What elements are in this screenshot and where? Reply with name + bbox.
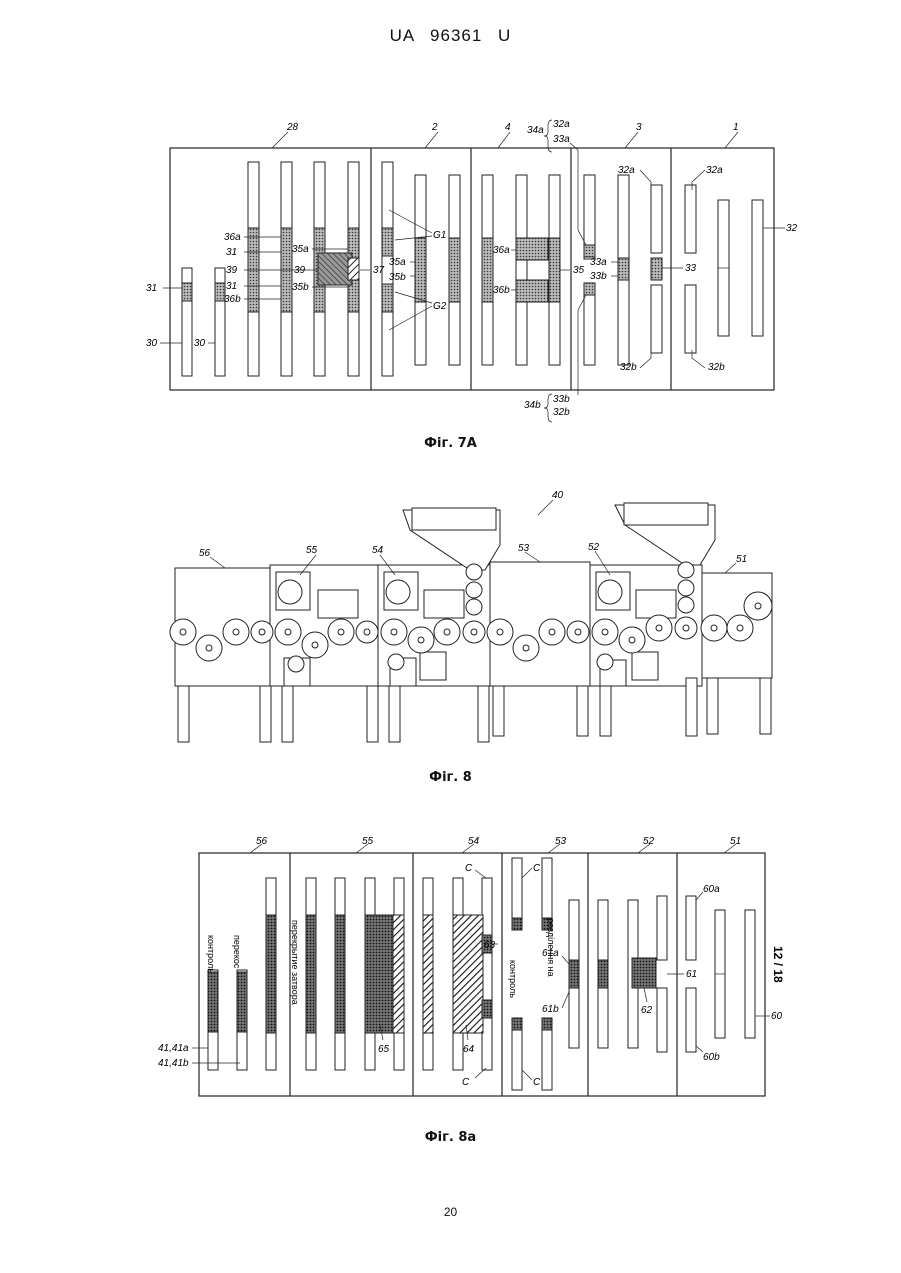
label-35a: 35a	[292, 244, 309, 255]
label-36a: 36a	[224, 232, 241, 243]
figure-8a-caption: Фіг. 8a	[0, 1130, 901, 1145]
section-55-bars	[306, 878, 404, 1070]
label-61b: 61b	[542, 1004, 559, 1015]
section-54-bars	[423, 878, 492, 1070]
section-1-bars	[685, 185, 763, 353]
label-35: 35	[573, 265, 585, 276]
label-36b-s4: 36b	[493, 285, 510, 296]
label-31-a: 31	[226, 247, 237, 258]
figure-7a-caption: Фіг. 7A	[0, 436, 901, 451]
label-C-2: C	[462, 1077, 470, 1088]
label-53: 53	[518, 543, 530, 554]
label-39-b: 39	[294, 265, 306, 276]
label-35a-s2: 35a	[389, 257, 406, 268]
section-label-56: 56	[256, 836, 268, 847]
label-52: 52	[588, 542, 600, 553]
label-32: 32	[786, 223, 798, 234]
label-41-41b: 41,41b	[158, 1058, 189, 1069]
fig7a-frame	[170, 148, 774, 390]
label-C-1: C	[465, 863, 473, 874]
section-56-bars	[208, 878, 276, 1070]
section-label-1: 1	[733, 122, 739, 133]
label-C-3: C	[533, 863, 541, 874]
label-30-b: 30	[194, 338, 206, 349]
label-37: 37	[373, 265, 385, 276]
label-65: 65	[378, 1044, 390, 1055]
label-60b: 60b	[703, 1052, 720, 1063]
page-number: 20	[0, 1205, 901, 1219]
label-34b: 34b	[524, 400, 541, 411]
label-64: 64	[463, 1044, 475, 1055]
label-33: 33	[685, 263, 697, 274]
label-36a-s4: 36a	[493, 245, 510, 256]
label-32a-s1: 32a	[706, 165, 723, 176]
label-61: 61	[686, 969, 697, 980]
label-40: 40	[552, 490, 564, 501]
text-overlap: перекрытие затвора	[290, 920, 300, 1005]
label-39-a: 39	[226, 265, 238, 276]
label-35b: 35b	[292, 282, 309, 293]
label-33b-bottom: 33b	[553, 394, 570, 405]
label-34a: 34a	[527, 125, 544, 136]
label-33a: 33a	[590, 257, 607, 268]
section-52-bars	[569, 896, 667, 1052]
label-54: 54	[372, 545, 384, 556]
sheet-number: 12 / 18	[771, 946, 785, 983]
section-label-55: 55	[362, 836, 374, 847]
label-55: 55	[306, 545, 318, 556]
label-41-41a: 41,41a	[158, 1043, 189, 1054]
label-36b: 36b	[224, 294, 241, 305]
label-32b-s1: 32b	[708, 362, 725, 373]
label-32b-bottom: 32b	[553, 407, 570, 418]
hopper-units	[403, 503, 715, 570]
figure-8-caption: Фіг. 8	[0, 770, 901, 785]
section-label-28: 28	[286, 122, 299, 133]
label-32b-s3: 32b	[620, 362, 637, 373]
section-4-bars	[482, 175, 560, 365]
label-30-a: 30	[146, 338, 158, 349]
fig7a-labels: 28 2 4 3 1 34a 32a 33a 32a 32a 32 36a 31…	[146, 119, 798, 418]
label-60a: 60a	[703, 884, 720, 895]
label-51: 51	[736, 554, 747, 565]
label-G1: G1	[433, 230, 446, 241]
text-perekos: перекос	[232, 935, 242, 969]
text-kontrol: контроль	[206, 935, 216, 973]
section-label-2: 2	[431, 122, 438, 133]
label-35b-s2: 35b	[389, 272, 406, 283]
label-32a-top: 32a	[553, 119, 570, 130]
label-31-b: 31	[226, 281, 237, 292]
section-label-4: 4	[505, 122, 511, 133]
section-3-bars	[584, 175, 662, 365]
label-31-left: 31	[146, 283, 157, 294]
label-62: 62	[641, 1005, 653, 1016]
section-label-54: 54	[468, 836, 480, 847]
label-33b: 33b	[590, 271, 607, 282]
publication-header: UA 96361 U	[0, 26, 901, 46]
figure-7a-diagram: 28 2 4 3 1 34a 32a 33a 32a 32a 32 36a 31…	[0, 110, 901, 430]
label-61a: 61a	[542, 948, 559, 959]
section-label-3: 3	[636, 122, 642, 133]
section-label-52: 52	[643, 836, 655, 847]
text-kontrol-2: контроль	[508, 960, 518, 998]
label-56: 56	[199, 548, 211, 559]
label-33a-top: 33a	[553, 134, 570, 145]
label-32a-s3: 32a	[618, 165, 635, 176]
label-G2: G2	[433, 301, 447, 312]
figure-8a-diagram: контроль перекос перекрытие затвора конт…	[0, 825, 901, 1115]
figure-8-machine-drawing: 40 56 55 54 53 52 51	[0, 480, 901, 755]
label-63: 63	[484, 940, 496, 951]
label-60: 60	[771, 1011, 783, 1022]
section-label-53: 53	[555, 836, 567, 847]
section-2-bars	[382, 162, 460, 376]
label-C-4: C	[533, 1077, 541, 1088]
section-label-51: 51	[730, 836, 741, 847]
machine-legs	[178, 678, 771, 742]
